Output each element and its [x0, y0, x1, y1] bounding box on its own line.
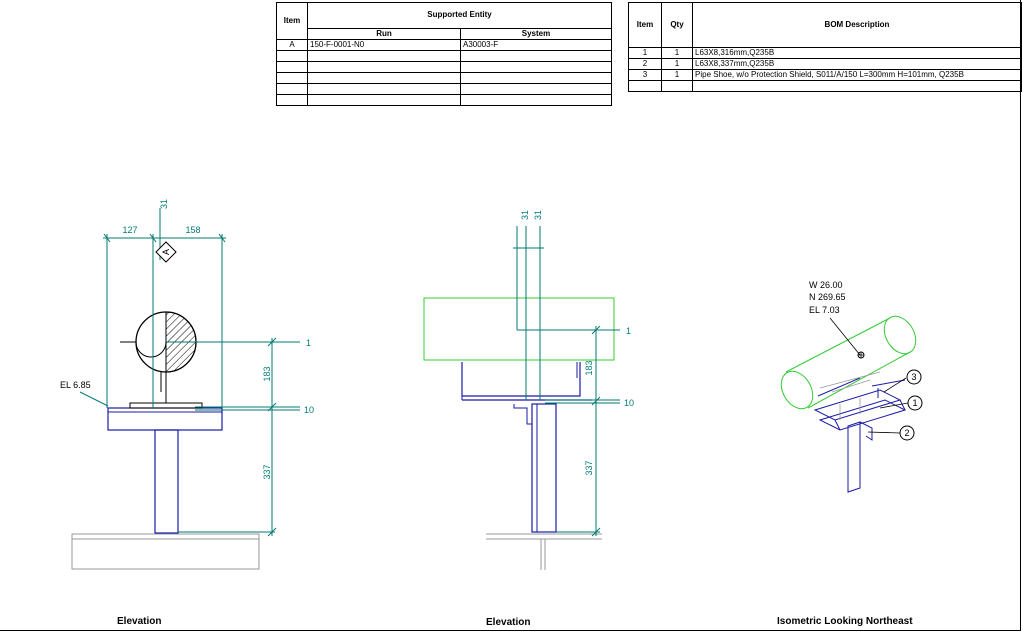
dim-337: 337 — [584, 460, 594, 475]
ref-10: 10 — [304, 405, 314, 415]
caption-elevation-1: Elevation — [117, 616, 162, 627]
isometric-view: 3 1 2 W 26.00 N 269.65 EL 7.03 — [780, 280, 923, 493]
balloon-1-label: 1 — [912, 398, 917, 408]
table-row — [276, 61, 612, 73]
balloon-3-label: 3 — [911, 372, 916, 382]
bom-table: Item Qty BOM Description 1 1 L63X8,316mm… — [628, 2, 1022, 92]
balloon-2-label: 2 — [904, 428, 909, 438]
coord-w: W 26.00 — [809, 280, 843, 290]
table-row — [276, 72, 612, 84]
elevation-view-1: A 31 127 158 183 337 1 10 EL 6.85 — [60, 199, 314, 570]
pipe-shoe — [129, 402, 203, 409]
coord-n: N 269.65 — [809, 292, 846, 302]
marker-label: A — [161, 249, 171, 255]
caption-elevation-2: Elevation — [486, 617, 531, 628]
dim-337: 337 — [262, 464, 272, 479]
table-row — [628, 80, 1022, 92]
run-header: Run — [307, 27, 461, 41]
elevation-label: EL 6.85 — [60, 380, 91, 390]
elevation-view-2: 31 31 183 337 1 10 — [423, 210, 634, 570]
balloon-1 — [907, 395, 923, 411]
balloon-2 — [899, 425, 915, 441]
dim-31-b: 31 — [533, 210, 543, 220]
supported-entity-table: Item Supported Entity Run System A 150-F… — [276, 2, 612, 106]
support-column — [154, 429, 179, 534]
coord-el: EL 7.03 — [809, 305, 840, 315]
dim-183: 183 — [262, 366, 272, 381]
system-header: System — [460, 27, 612, 41]
ref-10: 10 — [624, 398, 634, 408]
support-beam — [107, 407, 223, 431]
dim-183: 183 — [584, 360, 594, 375]
pipe-body — [423, 297, 615, 361]
dim-31: 31 — [159, 199, 169, 209]
ref-1: 1 — [626, 326, 631, 336]
ground-slab — [71, 533, 260, 570]
dim-158: 158 — [185, 225, 200, 235]
dim-127: 127 — [122, 225, 137, 235]
pipe-cylinder — [785, 317, 911, 409]
support-column — [531, 403, 557, 533]
bom-desc-header: BOM Description — [692, 2, 1022, 48]
caption-isometric: Isometric Looking Northeast — [777, 616, 913, 627]
diamond-marker — [155, 241, 177, 263]
ref-1: 1 — [306, 338, 311, 348]
dim-31-a: 31 — [520, 210, 530, 220]
balloon-3 — [906, 369, 922, 385]
table-row — [276, 94, 612, 106]
